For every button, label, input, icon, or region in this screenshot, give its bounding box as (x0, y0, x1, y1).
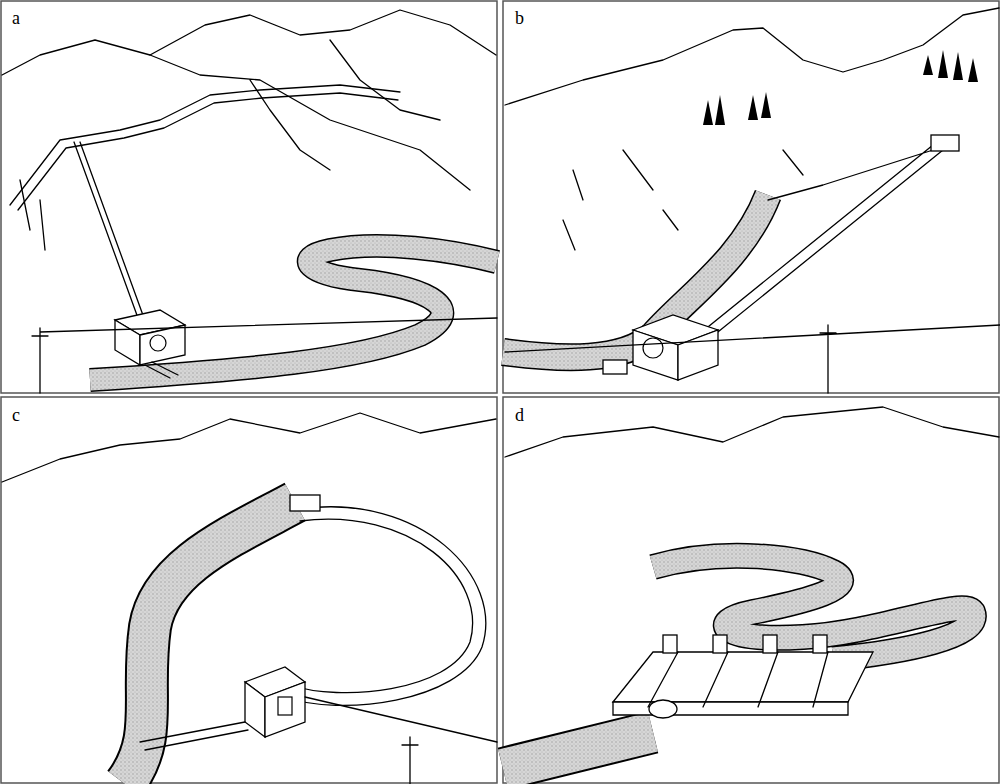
powerhouse (603, 315, 718, 380)
power-pylon (305, 697, 497, 784)
penstock (74, 142, 144, 318)
loop-pipeline-scheme (2, 413, 497, 784)
river (653, 556, 974, 659)
panel-frame (503, 397, 999, 783)
panel-letter: c (12, 406, 20, 424)
panel-letter: d (515, 406, 524, 424)
power-pylon (32, 318, 497, 393)
river (503, 732, 653, 769)
mountain-outline (2, 413, 496, 482)
panel-letter: a (12, 9, 20, 27)
intake (290, 495, 320, 511)
run-of-river-dam (503, 407, 999, 769)
river (125, 502, 295, 784)
mountain-outline (2, 10, 496, 75)
high-head-scheme (2, 10, 497, 393)
powerhouse (245, 667, 305, 737)
power-pylon (505, 325, 1000, 393)
ridge-line (20, 40, 470, 250)
river (653, 556, 974, 659)
river (90, 246, 497, 380)
pipeline (285, 507, 486, 706)
river (503, 732, 653, 769)
panel-frame (1, 397, 497, 783)
dam (613, 635, 873, 718)
panel-letter: b (515, 9, 524, 27)
panel-frame (1, 1, 497, 393)
trees (703, 50, 978, 125)
mountain-outline (505, 407, 999, 457)
tailrace (140, 722, 248, 750)
intake (931, 135, 959, 151)
penstock (698, 145, 943, 340)
river (125, 502, 295, 784)
river (90, 246, 497, 380)
powerhouse (115, 310, 185, 378)
diversion-scheme (503, 8, 1000, 393)
headrace-canal (10, 85, 400, 210)
panel-frame (503, 1, 999, 393)
mountain-outline (505, 8, 999, 105)
